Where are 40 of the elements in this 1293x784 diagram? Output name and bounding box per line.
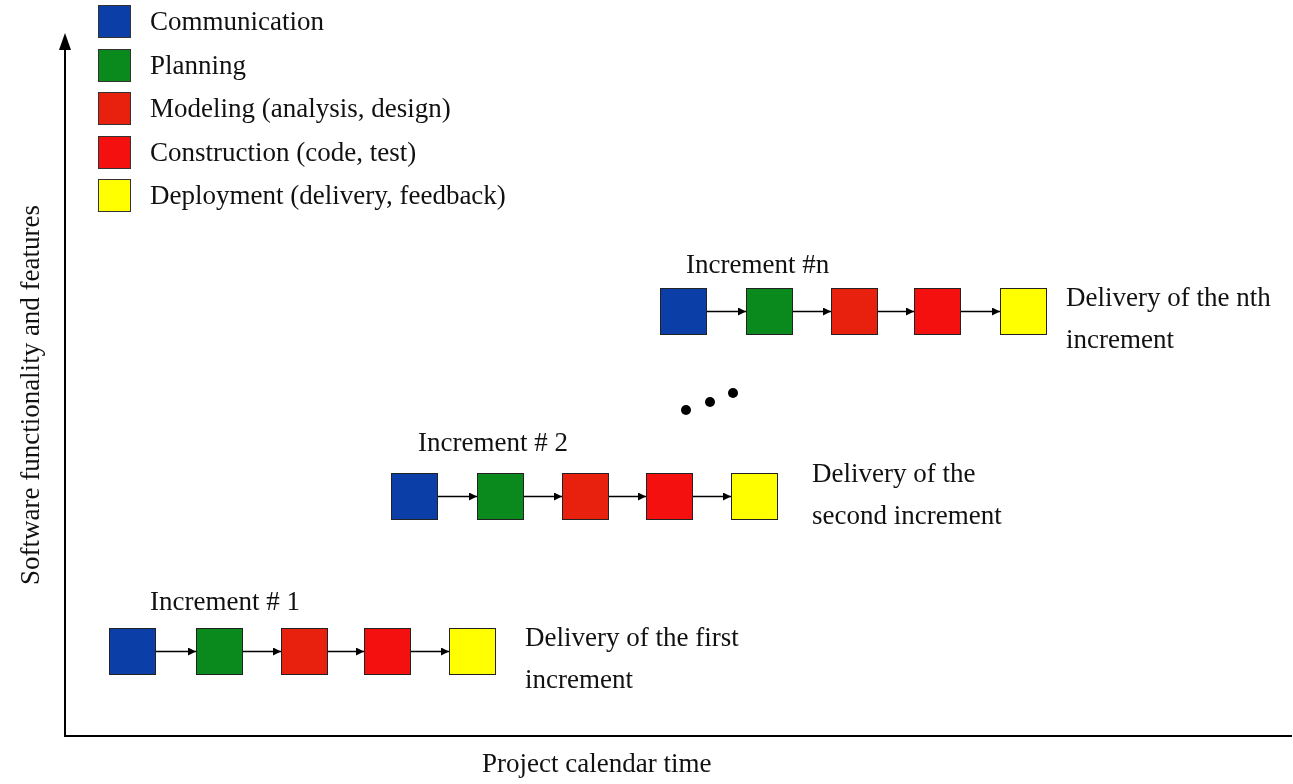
arrow xyxy=(155,647,197,656)
legend-text: Deployment (delivery, feedback) xyxy=(150,179,506,212)
increment-title: Increment # 2 xyxy=(418,426,568,459)
process-box xyxy=(477,473,524,520)
arrow xyxy=(242,647,282,656)
arrow xyxy=(706,307,747,316)
arrow xyxy=(792,307,832,316)
arrow xyxy=(608,492,647,501)
process-box xyxy=(746,288,793,335)
arrow xyxy=(692,492,732,501)
process-box xyxy=(731,473,778,520)
process-box xyxy=(562,473,609,520)
process-box xyxy=(914,288,961,335)
process-box xyxy=(646,473,693,520)
delivery-note: Delivery of the first increment xyxy=(525,621,740,696)
process-box xyxy=(109,628,156,675)
arrow xyxy=(960,307,1001,316)
delivery-note: Delivery of the nth increment xyxy=(1066,281,1272,356)
axis-title: Software functionality and features xyxy=(14,204,47,586)
process-box xyxy=(196,628,243,675)
arrow xyxy=(523,492,563,501)
process-box xyxy=(449,628,496,675)
increment-title: Increment #n xyxy=(686,248,830,281)
process-box xyxy=(364,628,411,675)
arrow xyxy=(437,492,478,501)
process-box xyxy=(281,628,328,675)
delivery-note: Delivery of the second increment xyxy=(812,457,1003,532)
legend-text: Communication xyxy=(150,5,324,38)
arrow xyxy=(410,647,450,656)
process-box xyxy=(660,288,707,335)
process-box xyxy=(831,288,878,335)
increment-title: Increment # 1 xyxy=(150,585,300,618)
arrow xyxy=(877,307,915,316)
process-box xyxy=(391,473,438,520)
arrow xyxy=(327,647,365,656)
legend-text: Construction (code, test) xyxy=(150,135,417,169)
axis-title: Project calendar time xyxy=(482,747,712,780)
legend-text: Modeling (analysis, design) xyxy=(150,92,451,125)
process-box xyxy=(1000,288,1047,335)
legend-text: Planning xyxy=(150,48,246,82)
